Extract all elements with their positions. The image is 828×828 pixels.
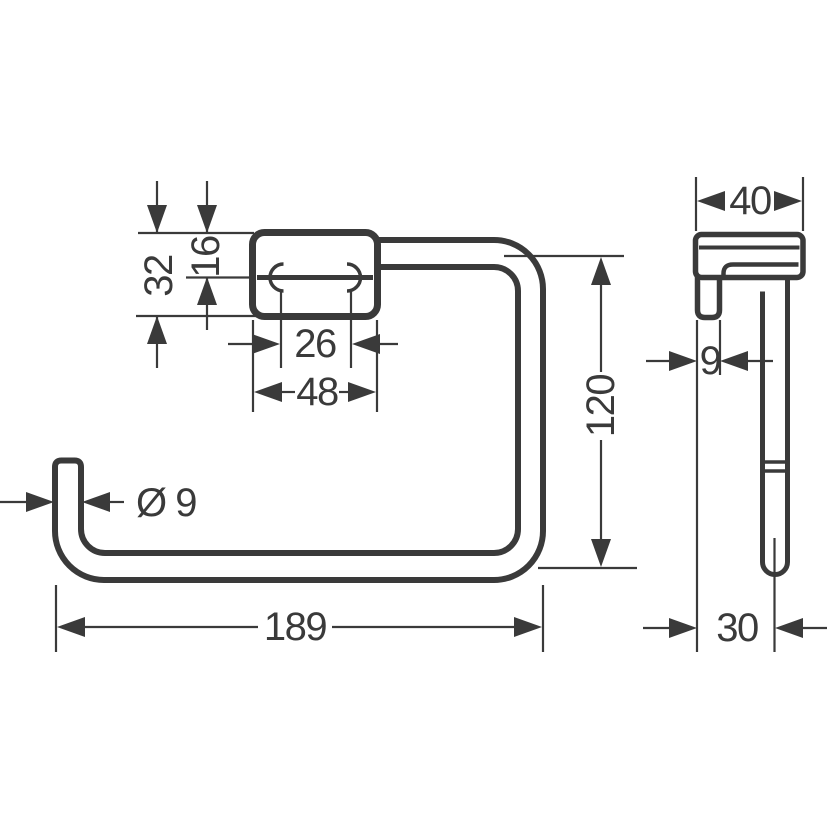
arrow-right [669, 618, 697, 638]
dimension-120: 120 [504, 254, 637, 570]
arrow-left [82, 492, 110, 512]
ring-tube-outline [52, 237, 546, 583]
towel-ring-front [52, 229, 546, 583]
arrow-left [254, 382, 282, 402]
arrow-left [352, 334, 380, 354]
dim-label-26: 26 [294, 322, 336, 366]
mount-plate-outline [249, 229, 381, 320]
dimension-16: 16 [184, 181, 253, 330]
arrow-right [26, 492, 54, 512]
arrow-up [147, 316, 167, 344]
front-view: 32 16 26 48 [0, 181, 637, 652]
dimension-9: 9 [646, 320, 773, 652]
dimension-40: 40 [694, 177, 805, 231]
arrow-down [197, 205, 217, 233]
arrow-left [697, 191, 725, 211]
arrow-down [591, 539, 611, 567]
arrow-left [720, 351, 748, 371]
arrow-right [669, 351, 697, 371]
dimension-32: 32 [136, 181, 262, 368]
dim-label-40: 40 [729, 179, 771, 223]
dim-label-30: 30 [716, 606, 758, 650]
side-view: 40 9 30 [643, 177, 827, 652]
mount-hole-arc-left [268, 262, 284, 293]
arrow-down [147, 205, 167, 233]
arrow-up [197, 277, 217, 305]
dim-label-diameter: Ø 9 [136, 481, 196, 525]
arrow-left [57, 617, 85, 637]
arrow-up [591, 257, 611, 285]
dimension-48: 48 [251, 320, 379, 414]
arrow-right [514, 617, 542, 637]
arm-inner-contour [721, 262, 799, 277]
dimension-30: 30 [643, 538, 827, 652]
dimension-diameter-9: Ø 9 [0, 481, 198, 525]
wall-arm-outline [692, 231, 806, 281]
dim-label-9: 9 [700, 339, 721, 383]
ring-bar-side [760, 278, 790, 577]
towel-ring-side [692, 231, 806, 577]
wall-plate-side [694, 276, 723, 321]
arrow-right [252, 334, 280, 354]
arrow-right [774, 191, 802, 211]
dim-label-16: 16 [184, 236, 228, 278]
arrow-right [348, 382, 376, 402]
dim-label-32: 32 [137, 255, 181, 297]
dim-label-48: 48 [296, 370, 338, 414]
arrow-left [775, 618, 803, 638]
dimension-26: 26 [228, 291, 398, 368]
dimension-189: 189 [54, 585, 545, 652]
mount-hole-arc-right [346, 262, 363, 293]
dim-label-120: 120 [579, 375, 623, 437]
dim-label-189: 189 [264, 605, 326, 649]
